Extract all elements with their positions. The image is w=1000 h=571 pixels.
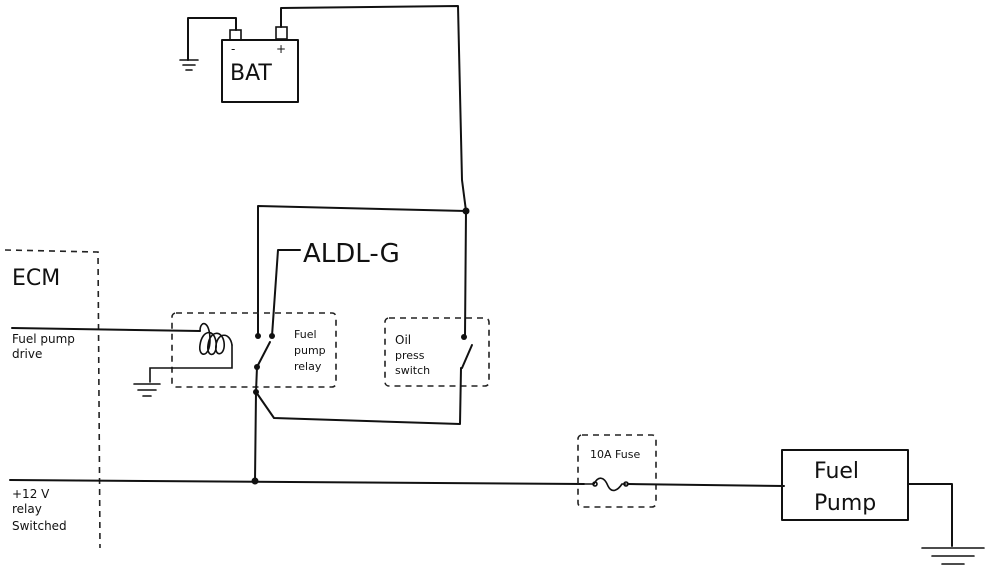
battery-ground-wire <box>187 17 237 61</box>
fuse-icon <box>583 477 629 492</box>
relay-switch-arm <box>256 341 271 368</box>
relay-feed-wire <box>257 205 467 337</box>
battery-neg-terminal <box>229 29 242 41</box>
junction-top <box>462 207 470 215</box>
battery-pos-label: + <box>276 42 286 56</box>
relay-coil-icon <box>149 322 233 383</box>
fuel-pump-label-2: Pump <box>814 491 876 516</box>
relay-to-bus-wire <box>254 391 257 482</box>
oil-press-label-3: switch <box>395 364 430 377</box>
fuel-pump-drive-label-2: drive <box>12 347 42 361</box>
oil-press-label-2: press <box>395 349 425 362</box>
battery-body <box>221 39 299 103</box>
oil-press-label: Oil <box>395 333 411 347</box>
fuse-box <box>577 434 657 508</box>
relay-switched-label: +12 V <box>12 487 50 501</box>
relay-switched-label-3: Switched <box>12 519 67 533</box>
oil-switch-feed-wire <box>464 210 467 337</box>
fuel-pump-label: Fuel <box>814 459 859 484</box>
oil-switch-return-wire <box>255 367 462 425</box>
relay-contact-nc <box>255 333 261 339</box>
aldl-label: ALDL-G <box>303 239 400 269</box>
oil-switch-contact-top <box>461 334 467 340</box>
ecm-label: ECM <box>12 266 60 291</box>
ecm-box <box>4 249 101 549</box>
relay-switched-label-2: relay <box>12 502 42 516</box>
fuel-pump-relay-label-2: pump <box>294 344 326 357</box>
fuel-pump-drive-wire <box>11 327 201 332</box>
relay-contact-no <box>269 333 275 339</box>
fuel-pump-relay-box <box>171 312 337 388</box>
switched-12v-wire <box>9 479 585 485</box>
battery: BAT - + <box>221 26 299 103</box>
battery-pos-terminal <box>275 26 288 40</box>
aldl-wire <box>271 249 301 337</box>
oil-switch-arm <box>461 344 473 369</box>
pump-ground-icon <box>921 547 985 565</box>
battery-positive-wire <box>280 5 467 212</box>
fuel-pump-drive-label: Fuel pump <box>12 332 75 346</box>
junction-bottom <box>251 477 259 485</box>
fuel-pump-relay-label: Fuel <box>294 328 317 341</box>
fuse-label: 10A Fuse <box>590 448 640 461</box>
fuse-to-pump-wire <box>627 483 785 487</box>
battery-neg-label: - <box>231 42 235 56</box>
battery-ground-icon <box>179 59 199 71</box>
relay-ground-icon <box>133 383 161 397</box>
relay-common-wire <box>255 366 258 393</box>
battery-label: BAT <box>230 61 272 86</box>
pump-ground-wire <box>907 483 953 547</box>
oil-press-switch-box <box>384 317 490 387</box>
fuel-pump-relay-label-3: relay <box>294 360 322 373</box>
